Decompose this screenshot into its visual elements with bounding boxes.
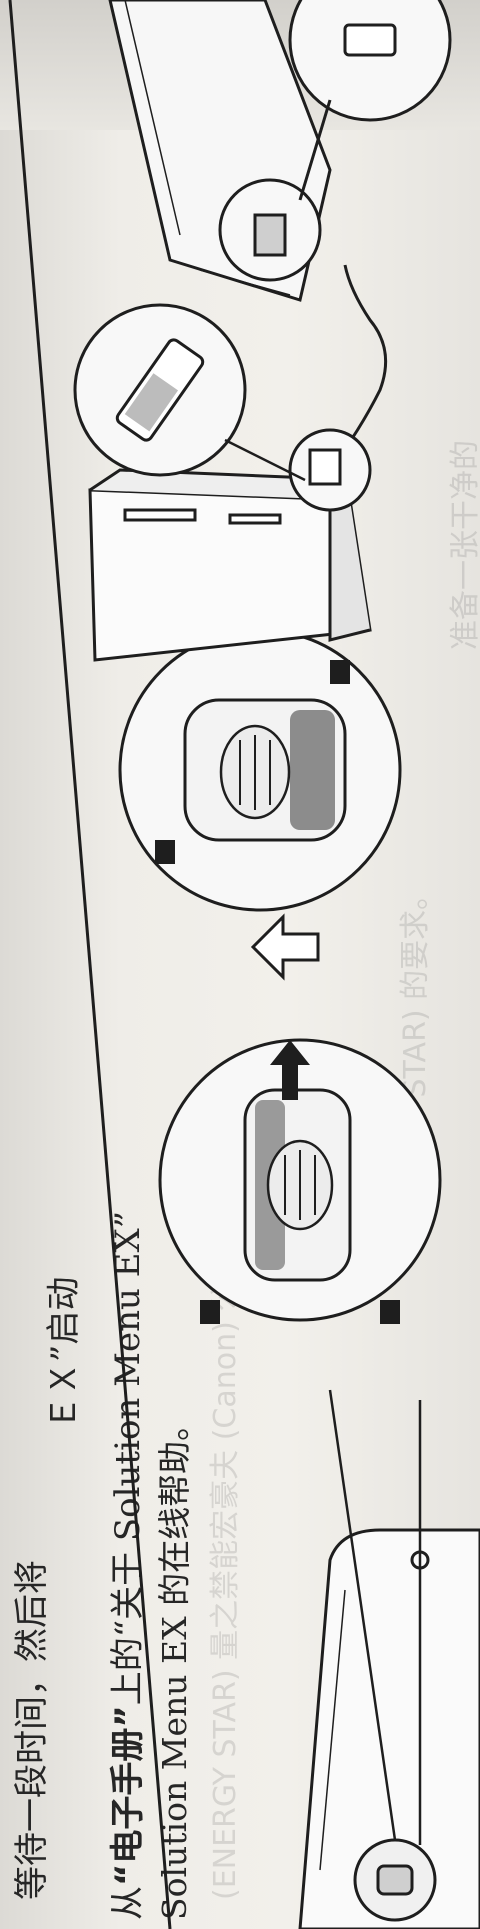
unlock-switch-icon <box>118 628 402 912</box>
scanner-lid-icon <box>298 1528 480 1929</box>
scanner-lid-icon <box>108 0 452 302</box>
divider-line <box>8 0 172 1929</box>
usb-cable-icon <box>288 264 388 512</box>
usb-plug-icon <box>73 303 306 482</box>
lock-switch-icon <box>158 1038 442 1324</box>
arrow-hollow-icon <box>250 913 320 981</box>
